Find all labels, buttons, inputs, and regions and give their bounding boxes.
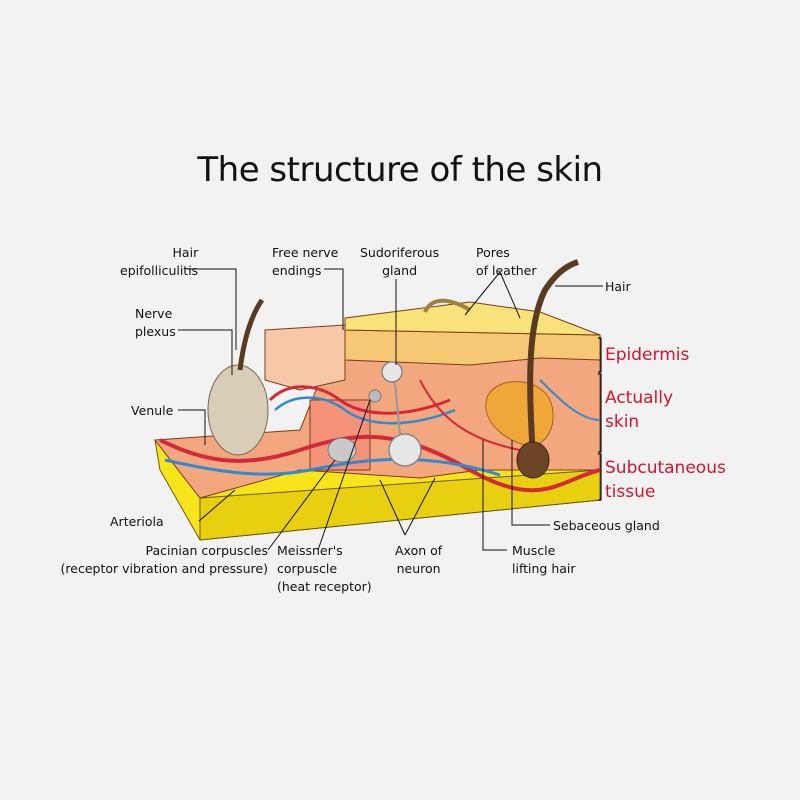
- layer-label-epidermis: Epidermis: [605, 343, 689, 367]
- label-hair-epifolliculitis: Hair epifolliculitis: [120, 244, 198, 280]
- label-arteriola: Arteriola: [110, 513, 164, 531]
- layer-label-subcutaneous-tissue: Subcutaneous tissue: [605, 456, 726, 504]
- label-nerve-plexus: Nerve plexus: [135, 305, 176, 341]
- nerve-plexus-cluster: [208, 300, 268, 455]
- label-pacinian-corpuscles: Pacinian corpuscles (receptor vibration …: [58, 542, 268, 578]
- layer-label-actually-skin: Actually skin: [605, 386, 673, 434]
- label-hair: Hair: [605, 278, 631, 296]
- label-meissners-corpuscle: Meissner's corpuscle (heat receptor): [277, 542, 372, 596]
- label-muscle-lifting-hair: Muscle lifting hair: [512, 542, 576, 578]
- label-sebaceous-gland: Sebaceous gland: [553, 517, 660, 535]
- label-axon-of-neuron: Axon of neuron: [395, 542, 442, 578]
- label-sudoriferous-gland: Sudoriferous gland: [360, 244, 439, 280]
- label-venule: Venule: [131, 402, 173, 420]
- label-pores-of-leather: Pores of leather: [476, 244, 537, 280]
- label-free-nerve-endings: Free nerve endings: [272, 244, 338, 280]
